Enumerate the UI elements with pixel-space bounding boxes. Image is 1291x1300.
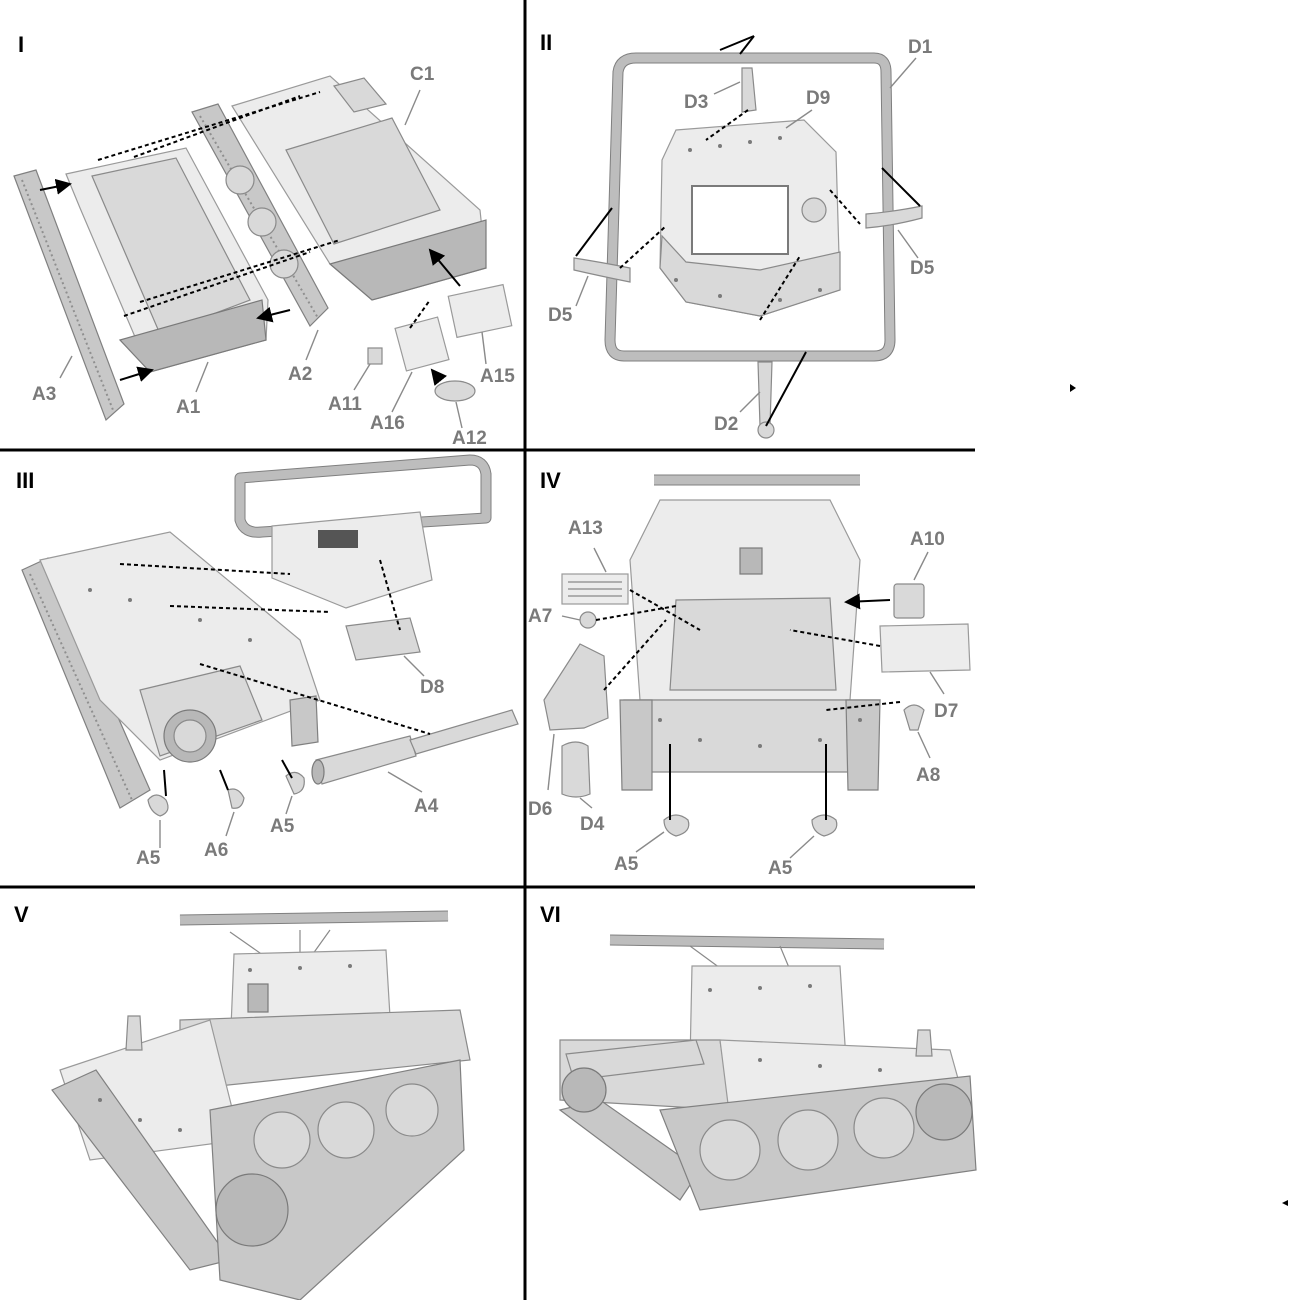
assembly-guides-step-3 [119,559,431,797]
callout-a7: A7 [528,606,552,627]
box-a10-illustration [893,583,925,619]
step-number: V [14,902,29,927]
callout-d4: D4 [580,814,605,835]
panel-step-1: I [13,32,515,449]
callout-d7: D7 [934,701,958,722]
callout-c1: C1 [410,64,435,85]
callout-a5-left: A5 [614,854,639,875]
callout-a11: A11 [328,394,362,415]
callout-a15: A15 [480,366,515,387]
callout-d5-left: D5 [548,305,573,326]
assembly-guides-step-4 [595,589,901,820]
panel-step-6: VI [540,902,977,1211]
panel-step-3: III [16,454,519,869]
track-a3-illustration [13,169,125,422]
callout-a10: A10 [910,529,945,550]
panel-step-5: V [14,902,471,1300]
stray-mark [1070,384,1076,392]
bracket-a11-illustration [367,347,383,365]
box-a15-illustration [447,283,513,339]
panel-step-2: II [540,30,935,439]
tow-hook-a5-right-illustration [285,771,305,795]
callout-d3: D3 [684,92,708,113]
knob-a7-illustration [579,611,597,629]
callout-d1: D1 [908,37,933,58]
assembly-guides-step-2 [575,35,921,427]
plate-d8-illustration [345,617,421,661]
tow-hook-a6-illustration [227,788,245,809]
callout-d5-right: D5 [910,258,935,279]
bracket-d2-illustration [757,361,773,427]
callout-d2: D2 [714,414,738,435]
callout-a8: A8 [916,765,940,786]
hook-a8-illustration [903,704,925,731]
grille-slats [568,581,622,597]
tow-hook-a5-right-illustration [811,814,838,837]
turret-assembly-illustration [234,454,492,609]
ring-a12-illustration [434,380,476,402]
callout-a4: A4 [414,796,439,817]
bracket-d3-illustration [741,67,757,113]
mantlet-d6-illustration [543,643,609,731]
callout-a13: A13 [568,518,603,539]
callout-a3: A3 [32,384,56,405]
tank-front-illustration [619,474,881,791]
step-number: II [540,30,552,55]
muffler-a4-illustration [311,709,519,785]
callout-a6: A6 [204,840,228,861]
tow-hook-a5-left-illustration [147,794,169,817]
finished-tank-front-view-illustration [51,910,471,1300]
callout-a2: A2 [288,364,312,385]
callout-a5-right: A5 [768,858,793,879]
finished-tank-rear-view-illustration [558,934,977,1211]
tow-hook-a5-left-illustration [663,814,690,837]
bracket-d5-left-illustration [573,257,631,283]
callout-a1: A1 [176,397,201,418]
bracket-d5-right-illustration [865,205,923,229]
assembly-guides-step-1 [39,91,461,386]
callout-d8: D8 [420,677,444,698]
upper-hull-c1-illustration [231,75,487,301]
turret-d9-illustration [659,119,841,317]
lower-hull-a1-illustration [65,147,269,373]
step-number: III [16,468,34,493]
callout-d6: D6 [528,799,552,820]
rear-panel-a16-illustration [394,316,450,372]
callout-a5-left: A5 [136,848,161,869]
callout-a16: A16 [370,413,405,434]
step-number: IV [540,468,561,493]
callout-a12: A12 [452,428,487,449]
panel-dividers [0,0,975,1300]
callout-d9: D9 [806,88,830,109]
plate-d7-illustration [879,623,971,673]
callout-a5-right: A5 [270,816,295,837]
track-a2-illustration [191,103,329,327]
step-number: I [18,32,24,57]
tank-hull-illustration [21,531,321,809]
panel-step-4: IV [528,468,971,879]
rail-frame-d1-illustration [604,52,896,362]
spring-d4-illustration [561,741,591,798]
step-number: VI [540,902,561,927]
stray-mark [1282,1200,1288,1206]
